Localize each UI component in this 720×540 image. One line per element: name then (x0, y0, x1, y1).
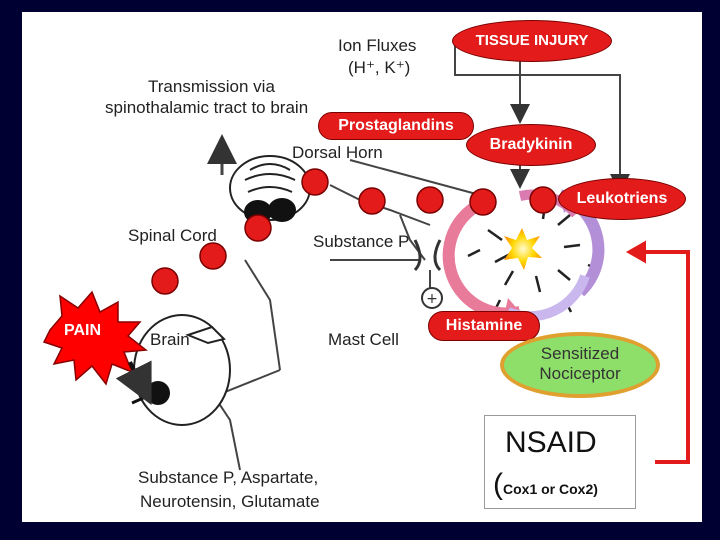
dorsal-root-ganglion-icon (229, 155, 311, 224)
cox-paren: ( (493, 468, 503, 501)
mast-cell-icon: + (413, 239, 443, 309)
nsaid-title: NSAID (505, 426, 597, 459)
bradykinin-badge: Bradykinin (466, 124, 596, 166)
substance-p-label: Substance P (313, 232, 410, 251)
substances-sublabel: Neurotensin, Glutamate (140, 492, 320, 511)
prostaglandins-badge: Prostaglandins (318, 112, 474, 140)
pain-label: PAIN (64, 322, 102, 339)
leukotriens-badge: Leukotriens (558, 178, 686, 220)
nociceptor-label: Nociceptor (539, 364, 621, 383)
nsaid-feedback-arrow (625, 240, 690, 464)
transmission-label: Transmission via (148, 77, 275, 96)
sensitized-label: Sensitized (540, 344, 620, 363)
dorsal-horn-label: Dorsal Horn (292, 143, 383, 162)
substances-label: Substance P, Aspartate, (138, 468, 319, 487)
ion-fluxes-sublabel: (H⁺, K⁺) (348, 58, 411, 77)
transmission-sublabel: spinothalamic tract to brain (105, 98, 309, 117)
cox-text: Cox1 or Cox2) (503, 481, 598, 497)
spinal-cord-label: Spinal Cord (128, 226, 217, 245)
mast-cell-label: Mast Cell (328, 330, 399, 349)
ion-fluxes-label: Ion Fluxes (338, 36, 417, 55)
svg-text:+: + (426, 291, 438, 307)
tissue-injury-badge: TISSUE INJURY (452, 20, 612, 62)
histamine-badge: Histamine (428, 311, 540, 341)
sensitized-nociceptor-badge: Sensitized Nociceptor (500, 332, 660, 398)
nsaid-box: NSAID (Cox1 or Cox2) (484, 415, 636, 509)
cox-label: (Cox1 or Cox2) (493, 468, 598, 502)
brain-label: Brain (150, 330, 190, 349)
nerve-pathway-nodes (151, 168, 557, 295)
injury-burst-icon (504, 228, 542, 270)
nociceptor-terminals-icon (467, 204, 601, 313)
